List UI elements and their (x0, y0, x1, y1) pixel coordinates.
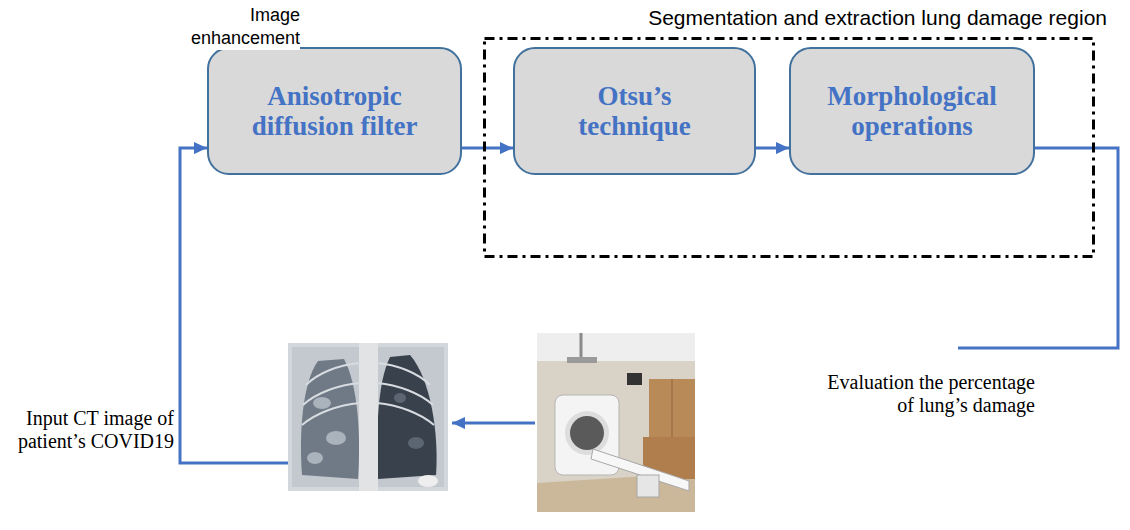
rib (377, 383, 433, 405)
wall (537, 333, 695, 512)
ceiling (537, 333, 695, 361)
process-box: Otsu’s technique (513, 47, 756, 175)
opacity (313, 397, 331, 409)
ct-background (288, 343, 448, 491)
output-leader-line (958, 148, 1118, 348)
table-base (637, 475, 659, 497)
group-region: Segmentation and extraction lung damage … (483, 37, 1095, 258)
process-box: Anisotropic diffusion filter (207, 47, 462, 175)
flow-arrow (462, 147, 513, 150)
opacity (408, 437, 424, 449)
gantry-ring (565, 411, 609, 455)
rib (303, 383, 360, 405)
annotation-label: Image enhancement (175, 4, 300, 50)
marker (418, 475, 438, 487)
right-lung (377, 355, 436, 479)
lung-opacities (307, 393, 424, 464)
opacity (394, 393, 406, 403)
region-heading: Segmentation and extraction lung damage … (648, 6, 1107, 30)
scanner-arrow (452, 422, 535, 425)
rib (306, 363, 360, 385)
box-text: Anisotropic diffusion filter (245, 81, 425, 141)
ribs (302, 363, 434, 425)
gantry-bore (570, 416, 604, 450)
input-arrow (180, 148, 288, 463)
opacity (326, 431, 346, 445)
rib (302, 403, 360, 425)
annotation-label: Evaluation the percentage of lung’s dama… (821, 371, 1035, 417)
annotation-label: Input CT image of patient’s COVID19 (9, 407, 174, 453)
dash-dot-border (485, 39, 1094, 257)
rib (377, 363, 430, 385)
box-text: Otsu’s technique (545, 81, 725, 141)
left-lung (301, 359, 359, 479)
ct-image (288, 343, 448, 491)
opacity (307, 452, 323, 464)
flow-arrow (756, 147, 789, 150)
process-box: Morphological operations (789, 47, 1035, 175)
spine (359, 343, 378, 491)
rib (377, 403, 434, 425)
box-text: Morphological operations (822, 81, 1002, 141)
ceiling-arm (567, 357, 597, 363)
ceiling-arm (580, 333, 583, 359)
cabinet (649, 379, 695, 437)
cabinet-door (672, 379, 673, 437)
ct-scanner-photo (537, 333, 695, 512)
monitor (627, 373, 642, 385)
